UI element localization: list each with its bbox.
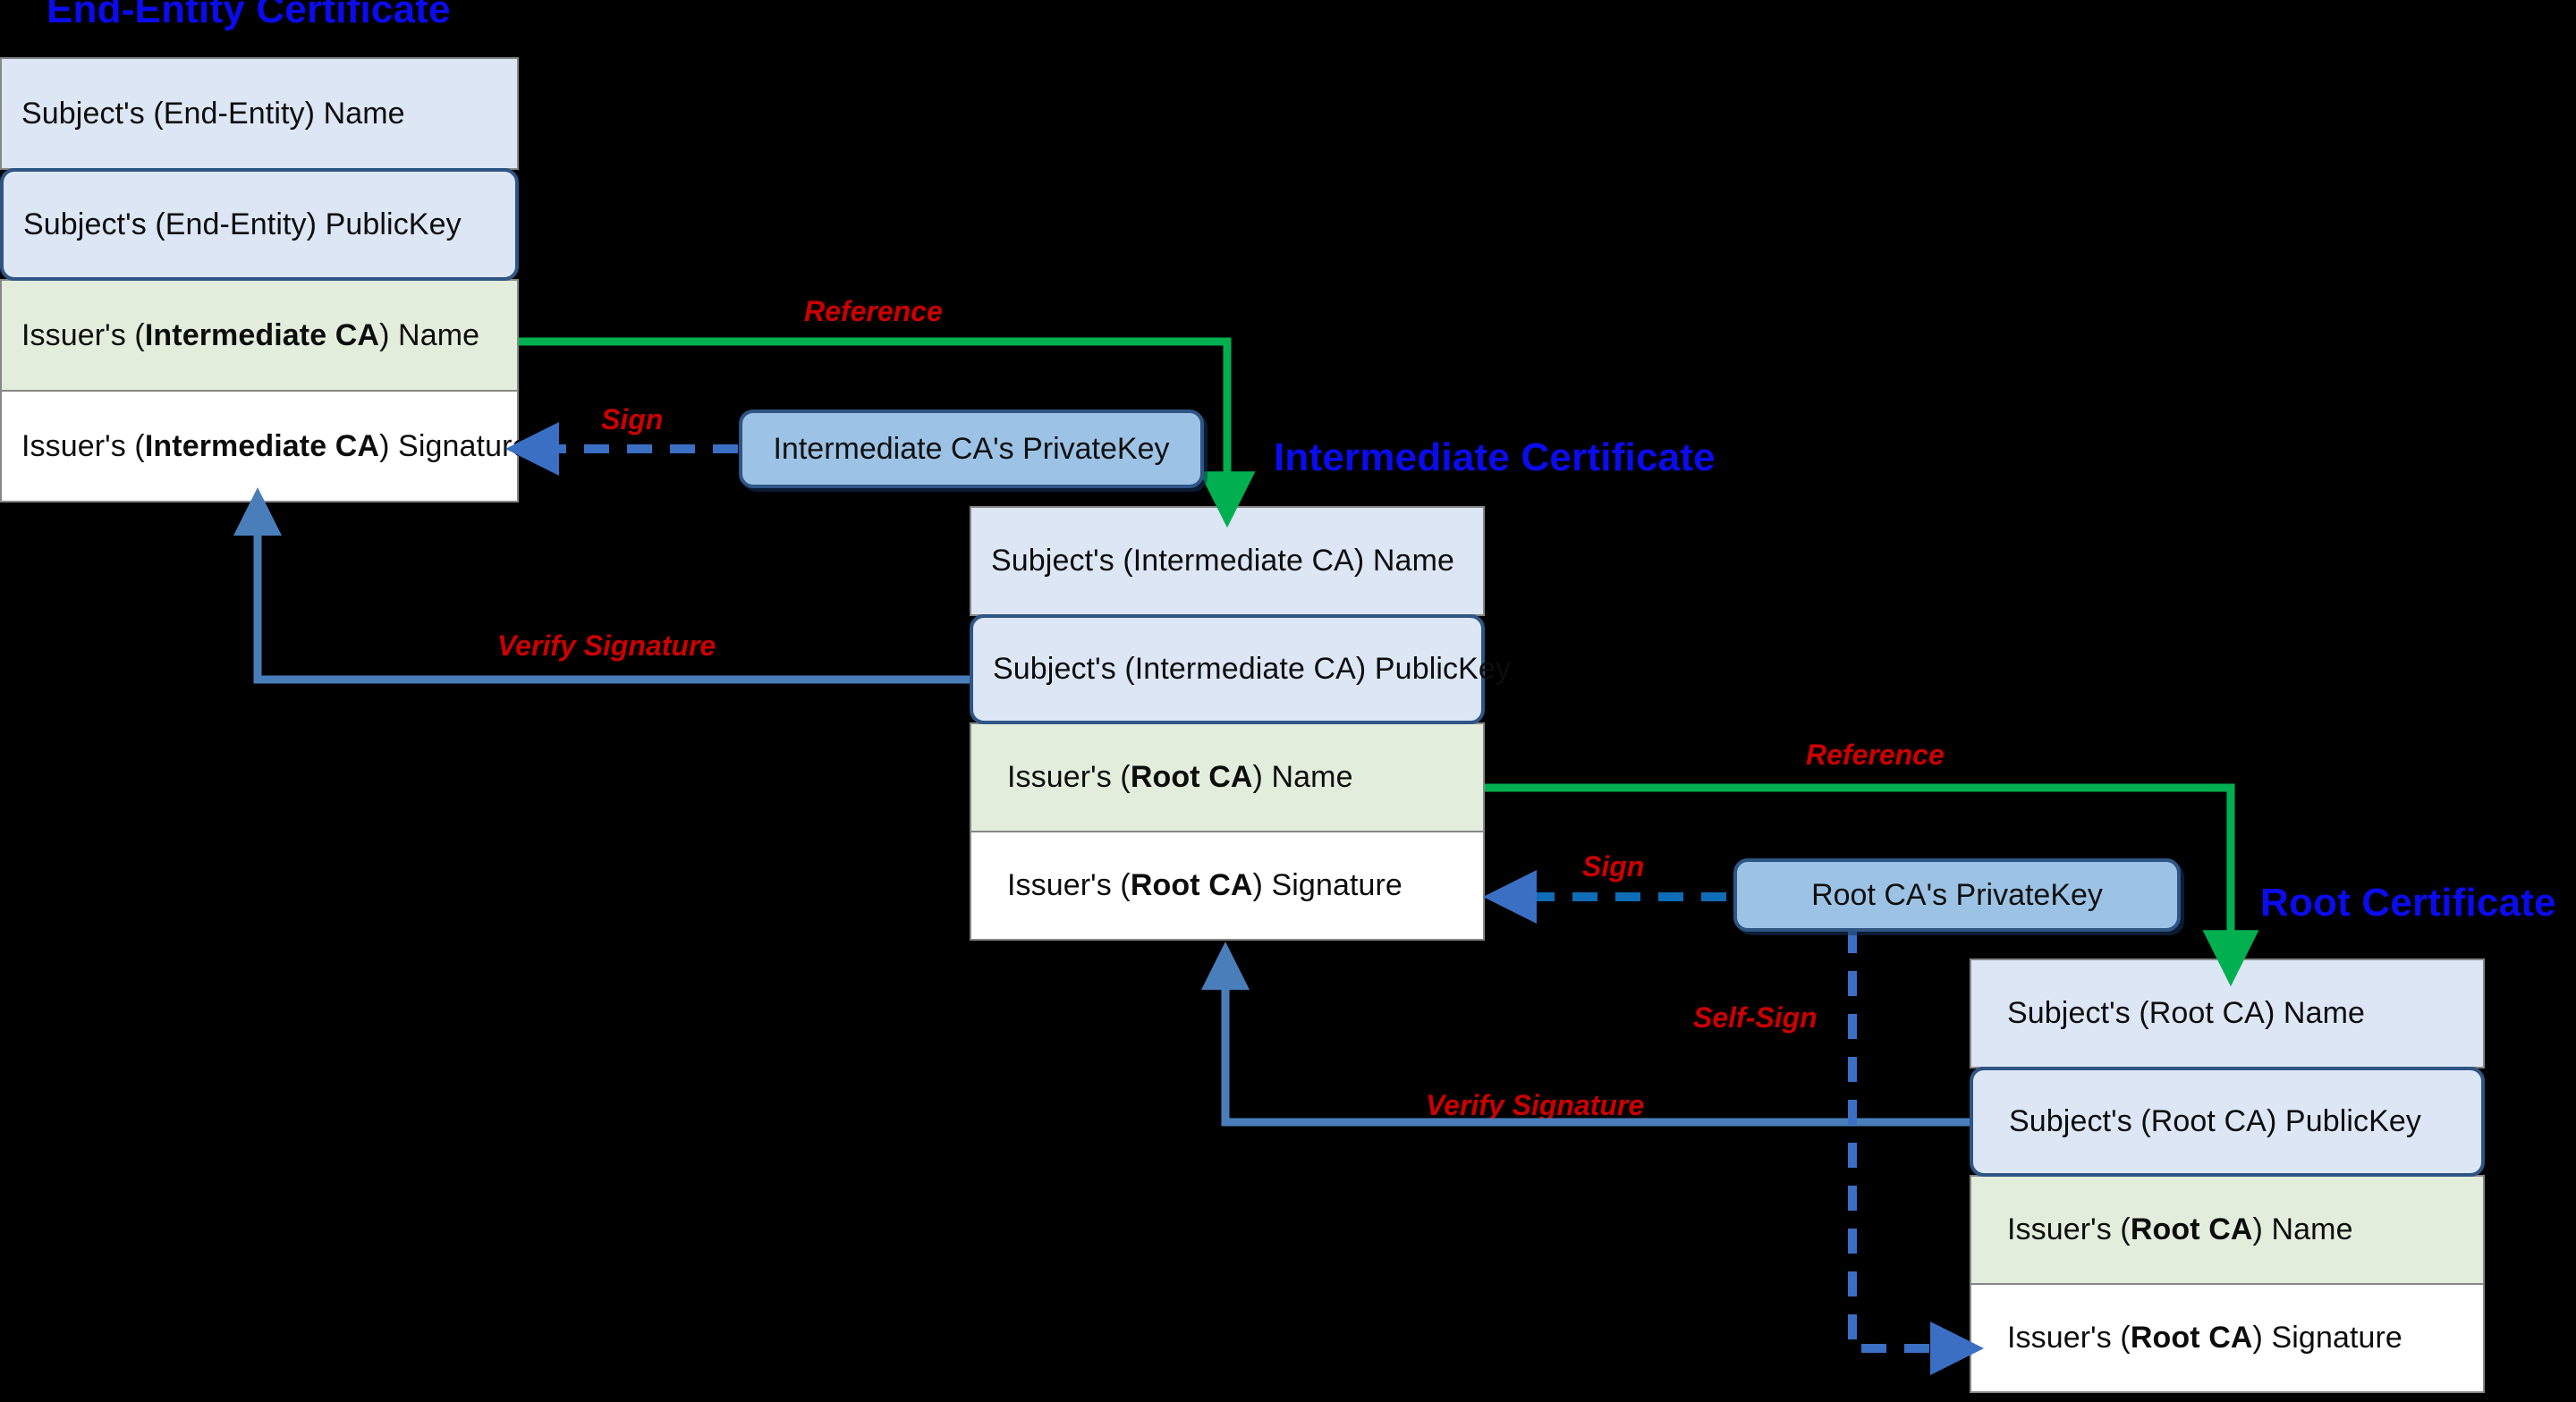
cert-row-issuer-name: Issuer's (Root CA) Name [970, 722, 1485, 832]
edge-label-sign-intermediate-to-ee: Sign [601, 403, 664, 435]
title-root-certificate: Root Certificate [2260, 881, 2556, 925]
edge-label-self-sign-root: Self-Sign [1693, 1001, 1818, 1034]
title-intermediate-certificate: Intermediate Certificate [1274, 435, 1716, 479]
cert-row-issuer-signature: Issuer's (Intermediate CA) Signature [0, 390, 529, 503]
edge-label-verify-intermediate-to-ee: Verify Signature [497, 629, 716, 662]
cert-row-label: Subject's (End-Entity) PublicKey [23, 207, 462, 241]
cert-row-issuer-name: Issuer's (Intermediate CA) Name [0, 279, 519, 392]
cert-row-label: Issuer's (Intermediate CA) Signature [21, 428, 530, 463]
cert-row-issuer-name: Issuer's (Root CA) Name [1970, 1175, 2485, 1285]
cert-row-subject-name: Subject's (End-Entity) Name [0, 57, 519, 170]
certificate-card-root: Subject's (Root CA) Name Subject's (Root… [1970, 959, 2485, 1393]
self-sign-arrow-root [1848, 928, 1984, 1375]
title-end-entity-certificate: End-Entity Certificate [47, 0, 451, 31]
private-key-label: Intermediate CA's PrivateKey [773, 431, 1170, 466]
cert-row-issuer-signature: Issuer's (Root CA) Signature [970, 831, 1485, 941]
certificate-card-intermediate: Subject's (Intermediate CA) Name Subject… [970, 506, 1511, 941]
cert-row-subject-name: Subject's (Intermediate CA) Name [970, 506, 1485, 616]
cert-row-label: Issuer's (Root CA) Signature [1007, 868, 1402, 902]
cert-row-subject-publickey: Subject's (Root CA) PublicKey [1970, 1067, 2485, 1177]
certificate-card-end-entity: Subject's (End-Entity) Name Subject's (E… [0, 57, 529, 503]
edge-label-reference-ee-to-intermediate: Reference [804, 295, 943, 327]
cert-row-label: Subject's (Root CA) Name [2007, 996, 2366, 1030]
private-key-box-root-ca: Root CA's PrivateKey [1733, 858, 2181, 932]
cert-row-subject-publickey: Subject's (Intermediate CA) PublicKey [970, 614, 1511, 724]
cert-row-label: Issuer's (Root CA) Name [1007, 760, 1353, 794]
edge-label-verify-root-to-intermediate: Verify Signature [1426, 1089, 1645, 1121]
cert-row-subject-publickey: Subject's (End-Entity) PublicKey [0, 168, 519, 281]
cert-row-label: Subject's (Intermediate CA) PublicKey [993, 652, 1511, 686]
cert-row-label: Issuer's (Root CA) Name [2007, 1212, 2353, 1246]
edge-label-reference-intermediate-to-root: Reference [1806, 739, 1945, 771]
cert-row-label: Subject's (Intermediate CA) Name [991, 544, 1454, 578]
cert-row-subject-name: Subject's (Root CA) Name [1970, 959, 2485, 1068]
cert-row-label: Issuer's (Intermediate CA) Name [21, 317, 480, 352]
cert-row-label: Subject's (End-Entity) Name [21, 96, 405, 131]
cert-row-label: Subject's (Root CA) PublicKey [2009, 1104, 2422, 1138]
cert-row-issuer-signature: Issuer's (Root CA) Signature [1970, 1283, 2485, 1393]
private-key-label: Root CA's PrivateKey [1811, 877, 2103, 912]
private-key-box-intermediate-ca: Intermediate CA's PrivateKey [739, 410, 1204, 488]
cert-row-label: Issuer's (Root CA) Signature [2007, 1321, 2402, 1355]
edge-label-sign-root-to-intermediate: Sign [1582, 850, 1645, 883]
